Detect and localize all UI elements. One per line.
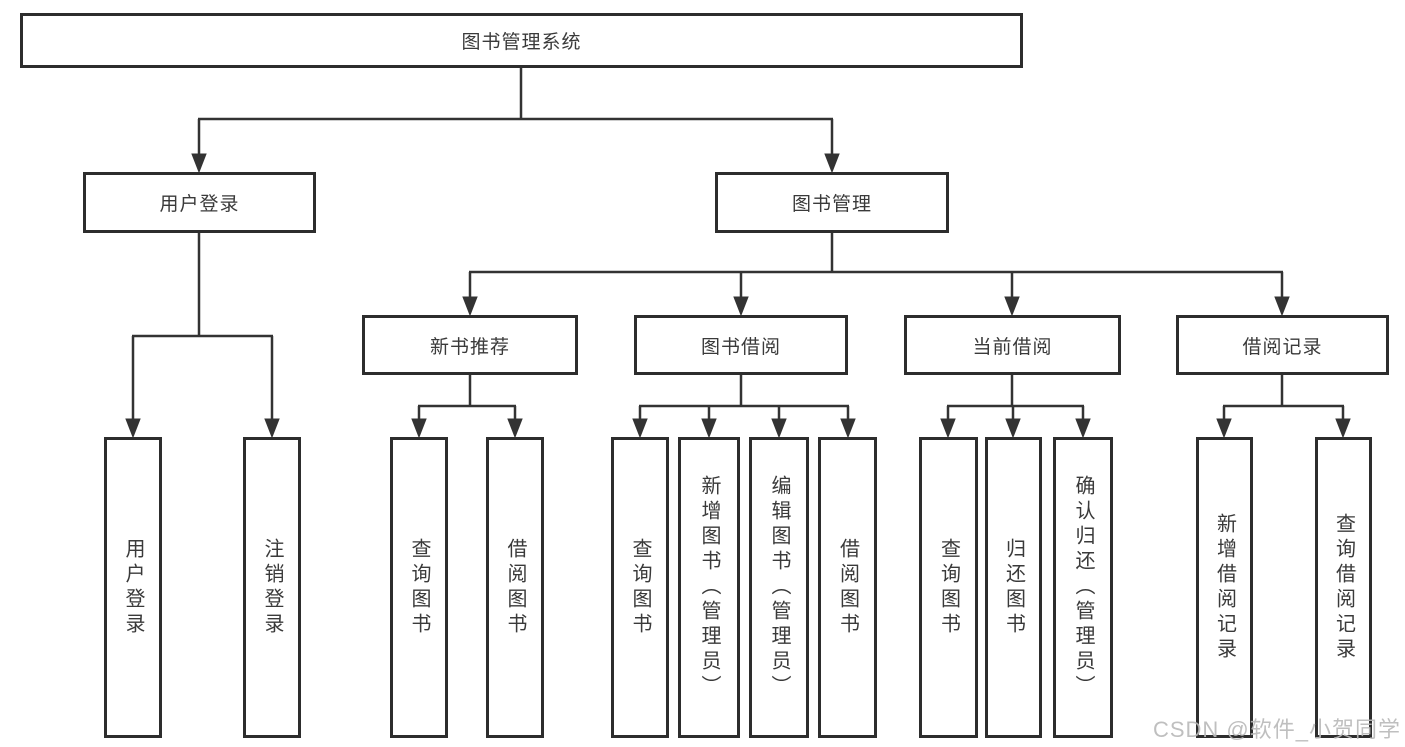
leaf-query-borrow-record-label: 查询借阅记录 [1332,512,1355,663]
leaf-edit-books-admin-label: 编辑图书（管理员） [768,475,790,700]
csdn-watermark: CSDN @软件_小贺同学 [1152,717,1401,742]
node-book-management: 图书管理 [715,172,949,233]
edges-current-borrowing-to-leaves [940,375,1091,439]
leaf-edit-books-admin: 编辑图书（管理员） [749,437,809,738]
edges-borrowing-records-to-leaves [1216,375,1351,439]
edges-new-book-recommend-to-leaves [411,375,523,439]
leaf-add-books-admin: 新增图书（管理员） [678,437,740,738]
leaf-query-books-recommend: 查询图书 [390,437,448,738]
leaf-add-books-admin-label: 新增图书（管理员） [698,475,720,700]
leaf-borrow-books-recommend: 借阅图书 [486,437,544,738]
node-book-management-label: 图书管理 [791,194,872,215]
node-current-borrowing: 当前借阅 [904,315,1121,375]
leaf-borrow-books-borrowing: 借阅图书 [818,437,877,738]
node-new-book-recommend-label: 新书推荐 [429,336,510,358]
edges-book-management-to-level3 [462,233,1290,317]
leaf-logout-label: 注销登录 [261,537,283,638]
leaf-user-login: 用户登录 [104,437,162,738]
edges-book-borrowing-to-leaves [632,375,856,439]
node-user-login: 用户登录 [83,172,316,233]
leaf-confirm-return-admin-label: 确认归还（管理员） [1072,475,1094,700]
node-current-borrowing-label: 当前借阅 [972,336,1053,358]
leaf-borrow-books-borrowing-label: 借阅图书 [836,537,859,638]
node-book-borrowing: 图书借阅 [634,315,848,375]
leaf-return-books-label: 归还图书 [1002,537,1025,638]
leaf-user-login-label: 用户登录 [122,537,144,638]
node-book-borrowing-label: 图书借阅 [700,336,781,358]
leaf-add-borrow-record: 新增借阅记录 [1196,437,1253,738]
node-borrowing-records-label: 借阅记录 [1242,336,1323,358]
leaf-query-books-current: 查询图书 [919,437,978,738]
leaf-borrow-books-recommend-label: 借阅图书 [504,537,526,638]
leaf-return-books: 归还图书 [985,437,1042,738]
node-new-book-recommend: 新书推荐 [362,315,578,375]
leaf-add-borrow-record-label: 新增借阅记录 [1213,512,1236,663]
leaf-query-borrow-record: 查询借阅记录 [1315,437,1372,738]
node-book-management-system: 图书管理系统 [20,13,1023,68]
node-book-management-system-label: 图书管理系统 [461,32,582,53]
leaf-query-books-borrowing-label: 查询图书 [629,537,651,638]
edges-user-login-to-leaves [125,233,280,439]
node-user-login-label: 用户登录 [159,194,240,215]
leaf-query-books-recommend-label: 查询图书 [408,537,430,638]
leaf-confirm-return-admin: 确认归还（管理员） [1053,437,1113,738]
edges-root-to-level2 [191,68,840,174]
node-borrowing-records: 借阅记录 [1176,315,1389,375]
leaf-query-books-current-label: 查询图书 [937,537,960,638]
leaf-query-books-borrowing: 查询图书 [611,437,669,738]
leaf-logout: 注销登录 [243,437,301,738]
